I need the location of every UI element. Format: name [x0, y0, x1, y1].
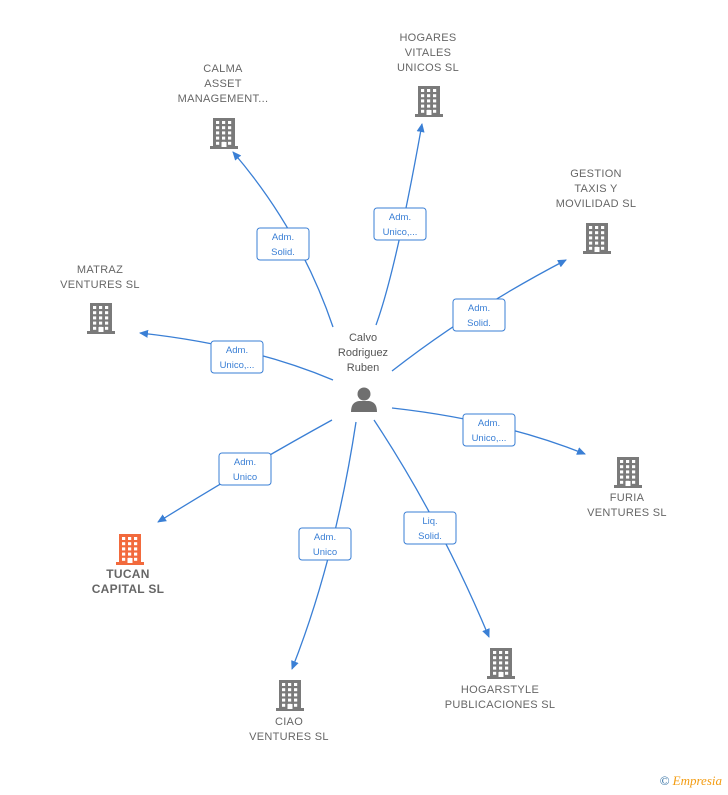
company-name-line: VENTURES SL — [60, 279, 140, 291]
relation-text: Adm. — [478, 418, 500, 429]
edge-hogares — [375, 123, 425, 326]
relation-text: Unico,... — [220, 360, 255, 371]
company-node-ciao[interactable]: CIAO VENTURES SL — [249, 680, 329, 743]
company-name-line: UNICOS SL — [397, 62, 459, 74]
company-name-line: VENTURES SL — [587, 507, 667, 519]
relation-text: Adm. — [234, 457, 256, 468]
building-icon — [116, 534, 144, 565]
relation-text: Liq. — [422, 516, 437, 527]
company-name-line: GESTION — [570, 168, 622, 180]
company-name-line: FURIA — [610, 492, 645, 504]
relation-text: Solid. — [271, 247, 295, 258]
company-name-line: CAPITAL SL — [92, 582, 165, 596]
company-name-line: CIAO — [275, 716, 303, 728]
relation-text: Unico — [313, 547, 337, 558]
relation-badge-ciao[interactable]: Adm. Unico — [298, 527, 352, 561]
person-icon — [351, 387, 377, 412]
relation-badge-matraz[interactable]: Adm. Unico,... — [210, 340, 264, 374]
building-icon — [614, 457, 642, 488]
company-name-line: HOGARSTYLE — [461, 684, 539, 696]
company-name-line: PUBLICACIONES SL — [445, 699, 556, 711]
relation-text: Solid. — [467, 318, 491, 329]
company-name-line: VITALES — [405, 47, 452, 59]
person-name-line: Ruben — [347, 362, 379, 374]
relation-text: Adm. — [468, 303, 490, 314]
copyright-symbol: © — [659, 773, 670, 788]
company-node-matraz[interactable]: MATRAZ VENTURES SL — [60, 264, 140, 334]
building-icon — [583, 223, 611, 254]
company-name-line: TAXIS Y — [574, 183, 618, 195]
relation-text: Adm. — [389, 212, 411, 223]
person-name-line: Rodriguez — [338, 347, 388, 359]
company-name-line: CALMA — [203, 63, 243, 75]
company-name-line: MANAGEMENT... — [178, 93, 269, 105]
relation-badge-gestion[interactable]: Adm. Solid. — [452, 298, 506, 332]
company-node-furia[interactable]: FURIA VENTURES SL — [587, 457, 667, 519]
company-name-line: TUCAN — [106, 567, 150, 581]
building-icon — [415, 86, 443, 117]
relation-text: Unico,... — [472, 433, 507, 444]
person-name-line: Calvo — [349, 332, 377, 344]
brand-footer: ©Empresia — [660, 773, 722, 789]
building-icon — [87, 303, 115, 334]
brand-initial: E — [672, 773, 681, 788]
relation-badge-hogarstyle[interactable]: Liq. Solid. — [403, 511, 457, 545]
brand-name: mpresia — [680, 773, 722, 788]
company-name-line: HOGARES — [399, 32, 456, 44]
relation-text: Unico,... — [383, 227, 418, 238]
company-name-line: ASSET — [204, 78, 242, 90]
relation-badge-calma[interactable]: Adm. Solid. — [256, 227, 310, 261]
company-node-gestion[interactable]: GESTION TAXIS Y MOVILIDAD SL — [556, 168, 637, 254]
building-icon — [487, 648, 515, 679]
relation-text: Adm. — [314, 532, 336, 543]
company-name-line: MOVILIDAD SL — [556, 198, 637, 210]
building-icon — [210, 118, 238, 149]
relation-badge-tucan[interactable]: Adm. Unico — [218, 452, 272, 486]
company-name-line: VENTURES SL — [249, 731, 329, 743]
building-icon — [276, 680, 304, 711]
relation-text: Adm. — [272, 232, 294, 243]
relation-badge-furia[interactable]: Adm. Unico,... — [462, 413, 516, 447]
relation-text: Solid. — [418, 531, 442, 542]
relation-badge-hogares[interactable]: Adm. Unico,... — [373, 207, 427, 241]
company-node-calma[interactable]: CALMA ASSET MANAGEMENT... — [178, 63, 269, 149]
company-node-hogarstyle[interactable]: HOGARSTYLE PUBLICACIONES SL — [445, 648, 556, 711]
company-node-hogares[interactable]: HOGARES VITALES UNICOS SL — [397, 32, 459, 117]
relation-text: Adm. — [226, 345, 248, 356]
relation-text: Unico — [233, 472, 257, 483]
company-name-line: MATRAZ — [77, 264, 123, 276]
